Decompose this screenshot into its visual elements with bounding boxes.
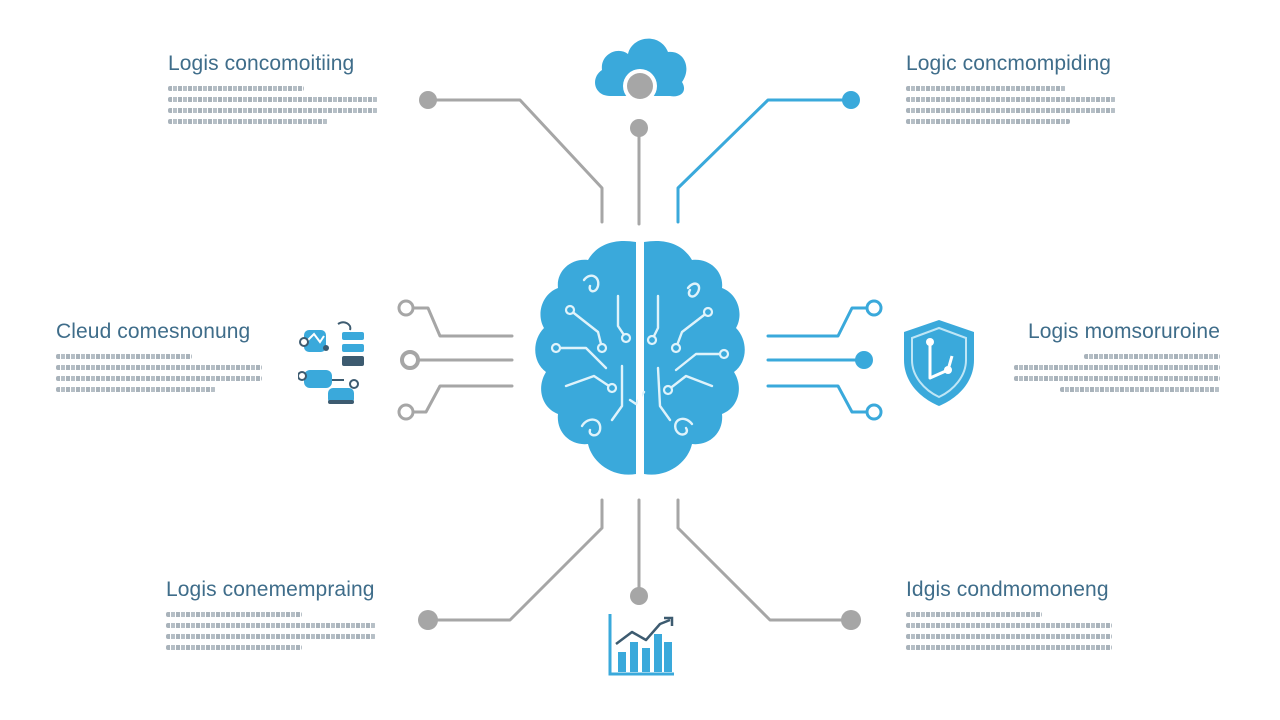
text-block-filler-lines [906, 86, 1118, 124]
connector-bottom-right [676, 498, 853, 622]
connector-mid-right-3 [766, 384, 868, 414]
bar-chart-icon [608, 614, 674, 676]
text-block-bottom-left: Logis conemempraing [166, 578, 378, 650]
connector-mid-right-1 [766, 306, 868, 338]
brain-circuit-icon [535, 240, 745, 475]
text-block-filler-lines [56, 354, 268, 392]
connector-nodes [397, 91, 883, 630]
connector-mid-left-1 [412, 306, 514, 338]
connector-top-left [426, 98, 604, 224]
text-block-top-left: Logis concomoitiing [168, 52, 380, 124]
text-block-mid-right: Logis momsoruroine [1010, 320, 1220, 392]
connector-top-right [676, 98, 853, 224]
text-block-filler-lines [906, 612, 1118, 650]
text-block-filler-lines [166, 612, 378, 650]
connector-mid-left-3 [412, 384, 514, 414]
text-block-top-right: Logic concmompiding [906, 52, 1118, 124]
shield-icon [904, 320, 974, 406]
text-block-title: Idgis condmomoneng [906, 578, 1109, 601]
text-block-title: Logis conemempraing [166, 578, 375, 601]
text-block-mid-left: Cleud comesnonung [56, 320, 268, 392]
devices-cluster-icon [298, 321, 364, 404]
text-block-title: Cleud comesnonung [56, 320, 251, 343]
text-block-title: Logic concmompiding [906, 52, 1112, 75]
cloud-icon [595, 38, 687, 103]
connector-bottom-left [426, 498, 604, 622]
text-block-bottom-right: Idgis condmomoneng [906, 578, 1118, 650]
text-block-filler-lines [168, 86, 380, 124]
text-block-filler-lines [1010, 354, 1220, 392]
text-block-title: Logis concomoitiing [168, 52, 355, 75]
text-block-title: Logis momsoruroine [1027, 320, 1220, 343]
